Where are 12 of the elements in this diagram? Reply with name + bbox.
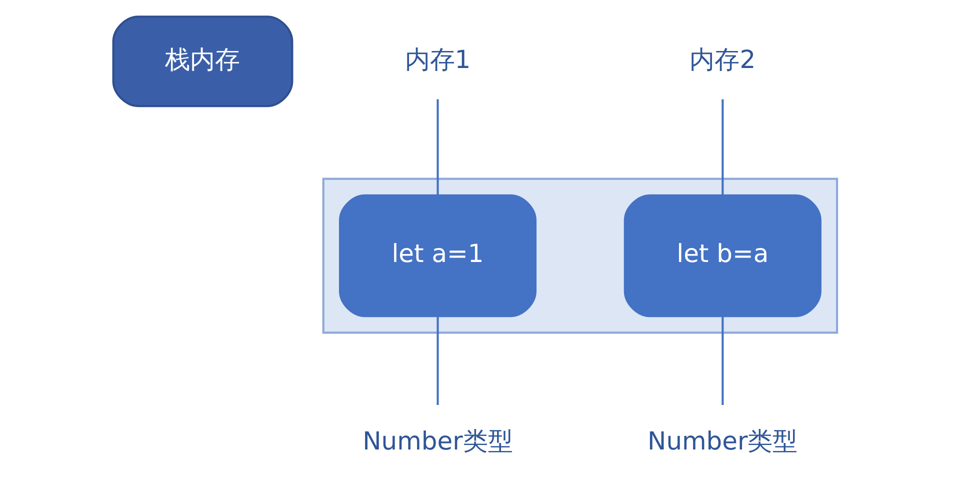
node-text: 内存2: [689, 44, 756, 74]
node-text: Number类型: [647, 426, 798, 456]
connector: [436, 316, 438, 405]
connector: [436, 99, 438, 195]
cluster: [322, 178, 838, 334]
connector: [721, 99, 724, 195]
connector: [721, 316, 724, 405]
node-text: Number类型: [362, 426, 512, 456]
node-box: let b=a: [623, 194, 821, 318]
node-box: let a=1: [338, 194, 536, 318]
node-box: 栈内存: [112, 16, 293, 108]
node-text: 内存1: [404, 44, 470, 74]
